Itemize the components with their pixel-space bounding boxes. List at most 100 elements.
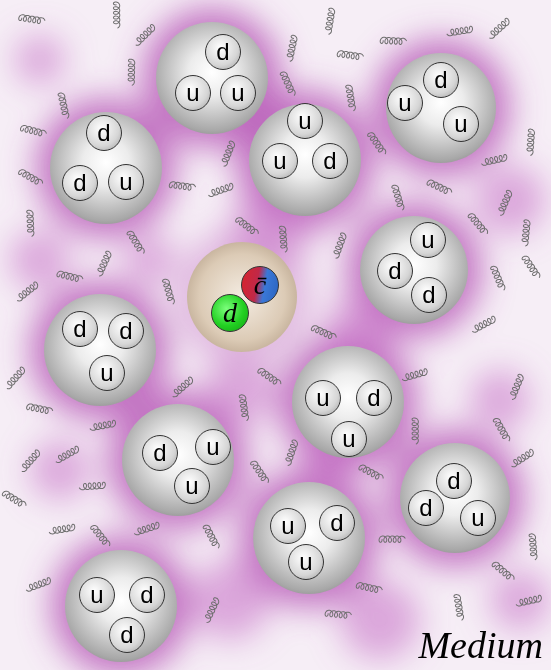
quark-label: d: [419, 496, 432, 520]
gluon-spring: [133, 24, 156, 47]
gluon-spring: [279, 226, 287, 253]
nucleon-sphere: d du: [44, 294, 156, 406]
nucleon-sphere: du u: [156, 22, 268, 134]
glow-blob: [10, 230, 70, 290]
quark-label: d: [119, 319, 132, 343]
gluon-spring: [481, 154, 508, 166]
quark-circle: d: [62, 311, 98, 347]
gluon-spring: [470, 316, 496, 334]
quark-label: u: [342, 427, 355, 451]
gluon-spring: [133, 522, 160, 536]
gluon-spring: [345, 85, 355, 112]
gluon-spring: [412, 418, 418, 444]
glow-blob: [15, 35, 65, 85]
nucleon-sphere: udu: [292, 346, 404, 458]
quark-circle: u: [270, 508, 306, 544]
gluon-spring: [15, 281, 40, 302]
gluon-spring: [169, 181, 196, 191]
quark-label: d: [434, 68, 447, 92]
gluon-spring: [337, 50, 364, 60]
glow-blob: [372, 39, 510, 177]
gluon-spring: [27, 210, 34, 237]
quark-label: u: [186, 81, 199, 105]
quark-label: d: [223, 299, 237, 327]
quark-circle: d: [86, 115, 122, 151]
gluon-spring: [162, 278, 175, 305]
nucleon-sphere: uud: [249, 104, 361, 216]
quark-circle: d: [377, 253, 413, 289]
gluon-spring: [391, 184, 404, 211]
nucleon-sphere: ddu: [400, 443, 510, 553]
gluon-spring: [203, 524, 221, 550]
quark-circle: d: [312, 143, 348, 179]
gluon-spring: [113, 2, 119, 28]
gluon-spring: [332, 232, 347, 259]
quark-circle: d: [108, 313, 144, 349]
quark-label: d: [73, 171, 86, 195]
gluon-spring: [90, 524, 111, 549]
quark-circle: d: [319, 505, 355, 541]
gluon-spring: [54, 446, 80, 464]
antiquark-circle: c̄: [241, 266, 279, 304]
gluon-spring: [521, 255, 541, 280]
gluon-spring: [526, 129, 534, 156]
quark-label: u: [398, 91, 411, 115]
glow-blob: [30, 440, 90, 500]
quark-circle: u: [287, 103, 323, 139]
gluon-spring: [56, 270, 83, 282]
gluon-spring: [493, 417, 511, 443]
glow-blob: [36, 98, 176, 238]
gluon-spring: [2, 490, 28, 509]
quark-circle: u: [220, 75, 256, 111]
gluon-spring: [20, 125, 47, 138]
gluon-spring: [203, 597, 220, 623]
quark-label: u: [231, 81, 244, 105]
nucleon-sphere: udd: [65, 550, 177, 662]
nucleon-sphere: udu: [253, 482, 365, 594]
quark-label: d: [120, 623, 133, 647]
gluon-spring: [497, 190, 513, 217]
gluon-spring: [311, 324, 338, 341]
quark-circle: d: [408, 490, 444, 526]
gluon-spring: [356, 582, 383, 594]
gluon-spring: [454, 594, 464, 621]
quark-circle: u: [262, 143, 298, 179]
gluon-spring: [401, 368, 428, 381]
glow-blob: [386, 429, 524, 567]
gluon-spring: [170, 376, 194, 398]
quark-circle: d: [62, 165, 98, 201]
gluon-spring: [325, 610, 352, 619]
quark-circle: d: [109, 617, 145, 653]
medium-glow: [10, 8, 550, 670]
quark-label: u: [206, 435, 219, 459]
gluon-spring: [467, 212, 489, 236]
quark-label: u: [454, 112, 467, 136]
gluon-spring: [379, 536, 405, 543]
nucleon-sphere: du u: [386, 53, 496, 163]
gluon-spring: [4, 366, 26, 390]
glow-blob: [278, 332, 418, 472]
quark-circle: u: [79, 577, 115, 613]
gluon-spring: [25, 577, 52, 592]
glow-blob: [51, 536, 191, 670]
quark-label: u: [90, 583, 103, 607]
quark-label: d: [73, 317, 86, 341]
gluon-spring: [509, 449, 535, 468]
gluon-spring: [286, 35, 298, 62]
glow-blob: [340, 580, 420, 660]
quark-circle: d: [129, 577, 165, 613]
d-meson: c̄d: [187, 242, 297, 352]
quark-circle: u: [410, 222, 446, 258]
medium-label: Medium: [418, 624, 543, 666]
gluon-spring: [358, 464, 384, 482]
gluon-spring: [18, 14, 45, 24]
quark-circle: u: [89, 355, 125, 391]
gluon-spring: [521, 220, 530, 247]
quark-label: u: [299, 550, 312, 574]
gluon-spring: [207, 183, 234, 198]
quark-label: d: [422, 283, 435, 307]
gluon-spring: [446, 26, 473, 36]
gluon-spring: [58, 92, 70, 119]
quark-label: d: [216, 40, 229, 64]
